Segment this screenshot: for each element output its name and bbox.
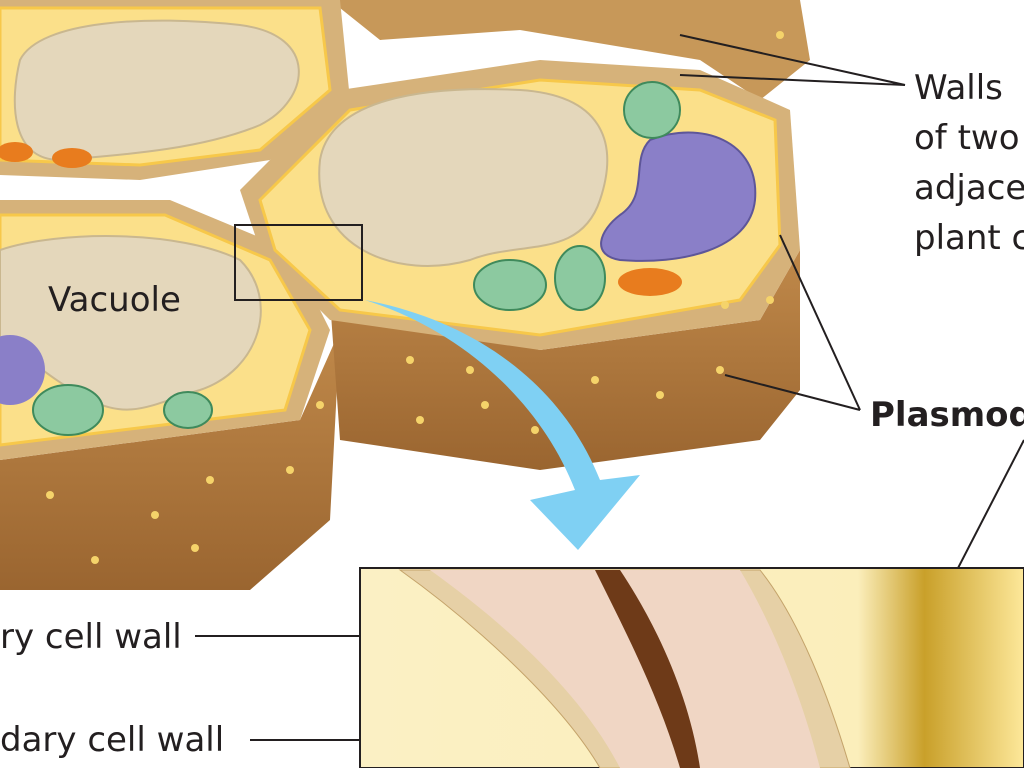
nucleus-icon (600, 131, 757, 262)
vacuole-upper (13, 19, 300, 162)
mitochondrion-icon (52, 148, 92, 168)
chloroplast-icon (32, 384, 104, 436)
chloroplast-icon (163, 391, 213, 429)
cell-block-side-right (330, 250, 800, 470)
mitochondrion-icon (0, 142, 33, 162)
chloroplast-icon (623, 81, 681, 139)
label-primary-cell-wall: ry cell wall (0, 617, 182, 657)
label-walls-line1: Walls (914, 68, 1003, 108)
plasmodesmata-pits (46, 31, 784, 564)
label-walls-line2: of two (914, 118, 1020, 158)
label-secondary-cell-wall: dary cell wall (0, 720, 225, 760)
cell-block-back (330, 0, 810, 100)
vacuole-right (318, 88, 609, 267)
vacuole-lower (0, 235, 262, 411)
label-walls-line4: plant c (914, 218, 1024, 258)
label-walls-line3: adjace (914, 168, 1024, 208)
label-vacuole: Vacuole (48, 280, 181, 320)
label-plasmodesmata: Plasmod (870, 395, 1024, 435)
chloroplast-icon (473, 259, 547, 311)
chloroplast-icon (554, 245, 606, 311)
zoom-selection-box (234, 224, 363, 301)
cell-block-side-left (0, 330, 340, 590)
mitochondrion-icon (618, 268, 682, 296)
nucleus-lower-icon (0, 335, 45, 405)
zoom-inset (359, 567, 1024, 768)
